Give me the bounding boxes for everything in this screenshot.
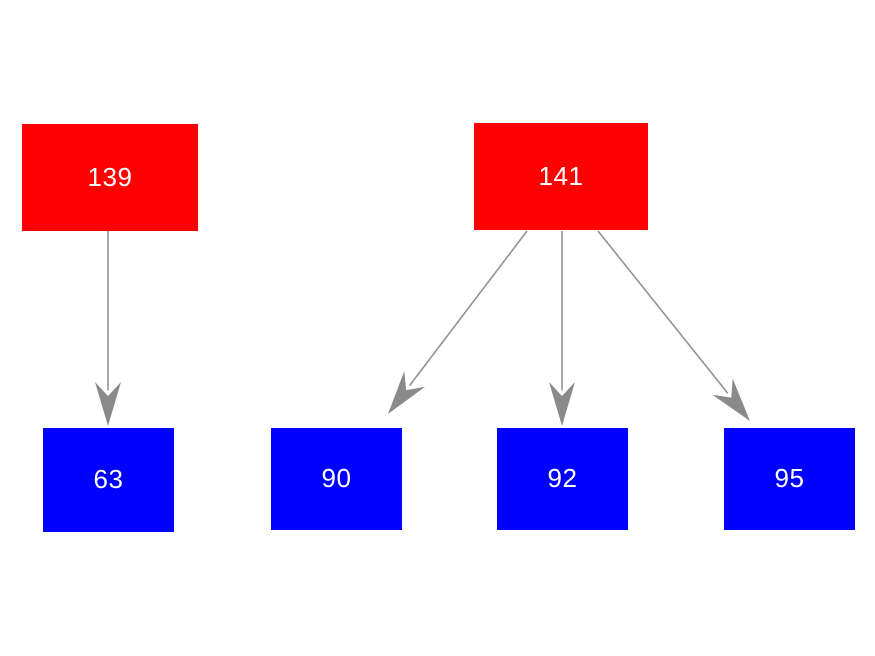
edge-arrowhead — [549, 382, 575, 426]
node-label: 92 — [547, 463, 578, 493]
node-label: 63 — [93, 464, 124, 494]
edge-line — [597, 230, 729, 394]
node-63[interactable]: 63 — [43, 428, 174, 532]
edge-arrowhead — [712, 378, 750, 421]
node-141[interactable]: 141 — [474, 123, 648, 230]
node-label: 139 — [87, 161, 133, 192]
node-label: 141 — [538, 160, 584, 191]
node-92[interactable]: 92 — [497, 428, 628, 530]
node-label: 90 — [321, 463, 352, 493]
edge-arrowhead — [95, 382, 121, 426]
node-90[interactable]: 90 — [271, 428, 402, 530]
node-139[interactable]: 139 — [22, 124, 198, 231]
edges-group — [95, 230, 750, 426]
node-label: 95 — [774, 463, 805, 493]
node-95[interactable]: 95 — [724, 428, 855, 530]
edge-line — [408, 230, 528, 387]
edge-arrowhead — [388, 371, 425, 414]
